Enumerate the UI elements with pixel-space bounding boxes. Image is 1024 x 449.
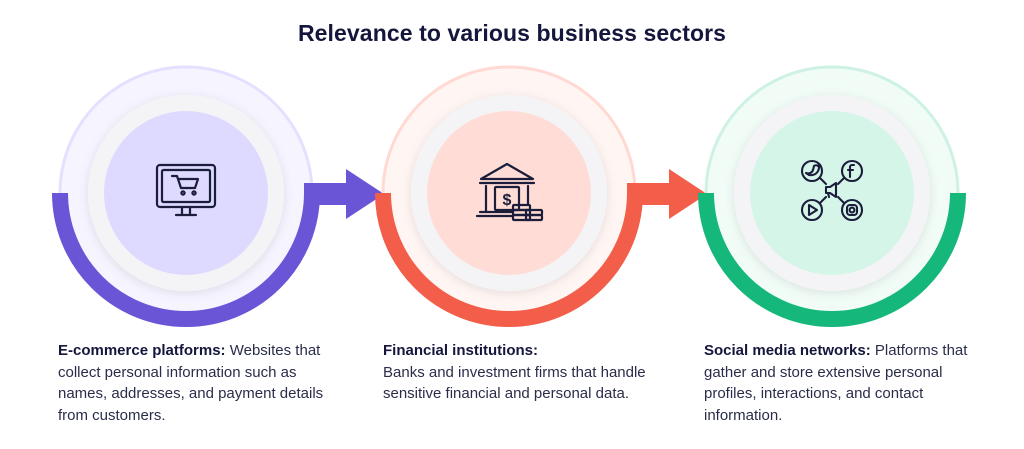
play-icon: [800, 198, 824, 222]
ecommerce-arc: [52, 192, 320, 327]
ecommerce-description: E-commerce platforms: Websites that coll…: [58, 340, 328, 426]
financial-heading: Financial institutions:: [383, 342, 539, 359]
social-circle: [698, 65, 966, 327]
megaphone-icon: [824, 181, 838, 199]
financial-description: Financial institutions: Banks and investm…: [383, 340, 653, 405]
ecommerce-text: Websites that collect personal informati…: [58, 342, 324, 424]
ecommerce-circle: [52, 65, 320, 327]
financial-arc: [375, 192, 643, 327]
bank-building-dollar-icon: $: [475, 162, 544, 222]
ecommerce-inner-disc: [104, 111, 268, 275]
social-text: Platforms that gather and store extensiv…: [704, 342, 968, 424]
page-title: Relevance to various business sectors: [297, 20, 727, 46]
arrow-right-icon: [304, 169, 384, 219]
social-description: Social media networks: Platforms that ga…: [704, 340, 974, 426]
twitter-icon: [800, 159, 824, 183]
social-media-network-icon: [800, 159, 864, 222]
shopping-cart-monitor-icon: [155, 163, 217, 217]
arrow-right-icon: [627, 169, 707, 219]
svg-text:$: $: [503, 192, 512, 209]
ecommerce-heading: E-commerce platforms:: [58, 342, 226, 359]
instagram-icon: [840, 198, 864, 222]
social-heading: Social media networks:: [704, 342, 871, 359]
social-inner-disc: [750, 111, 914, 275]
financial-inner-disc: [427, 111, 591, 275]
financial-circle: $: [375, 65, 643, 327]
facebook-icon: [840, 159, 864, 183]
social-arc: [698, 192, 966, 327]
financial-text: Banks and investment firms that handle s…: [383, 363, 646, 403]
